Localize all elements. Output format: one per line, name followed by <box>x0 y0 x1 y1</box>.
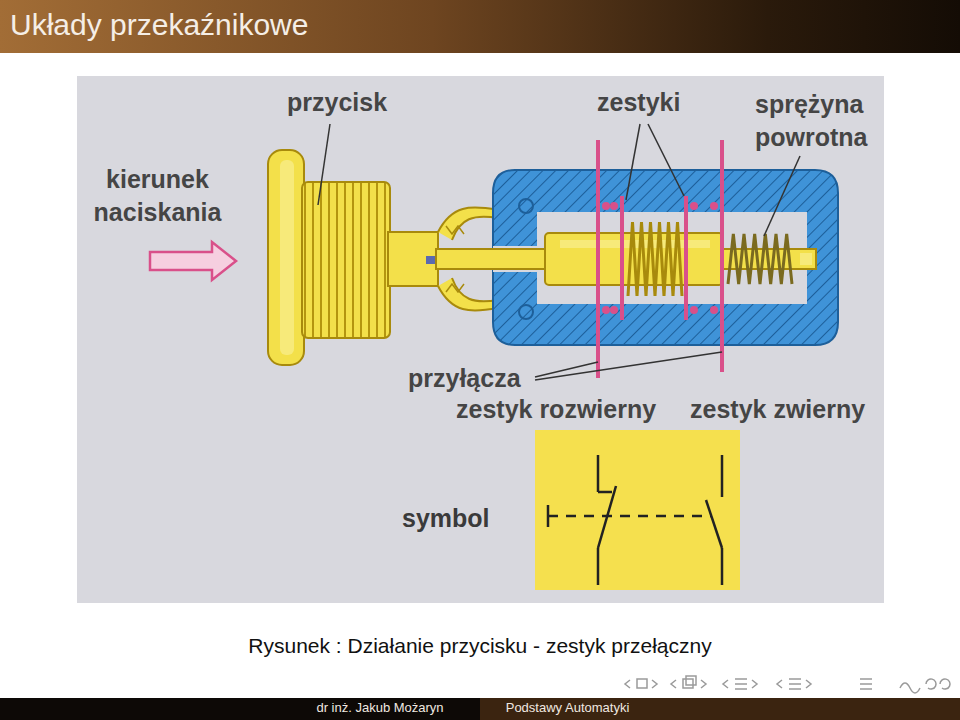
figure-caption: Rysunek : Działanie przycisku - zestyk p… <box>0 634 960 658</box>
slide-title: Układy przekaźnikowe <box>10 8 308 42</box>
symbol-label: symbol <box>402 504 512 533</box>
part-label: zestyki <box>597 88 717 117</box>
part-label: przycisk <box>287 88 417 117</box>
footer-course: Podstawy Automatyki <box>480 700 655 715</box>
footer-author: dr inż. Jakub Możaryn <box>250 700 510 715</box>
part-label: sprężyna powrotna <box>755 88 877 154</box>
part-label: przyłącza <box>408 364 533 393</box>
direction-label: kierunek naciskania <box>85 163 230 229</box>
part-label: zestyk zwierny <box>690 395 880 424</box>
part-label: zestyk rozwierny <box>456 395 696 424</box>
